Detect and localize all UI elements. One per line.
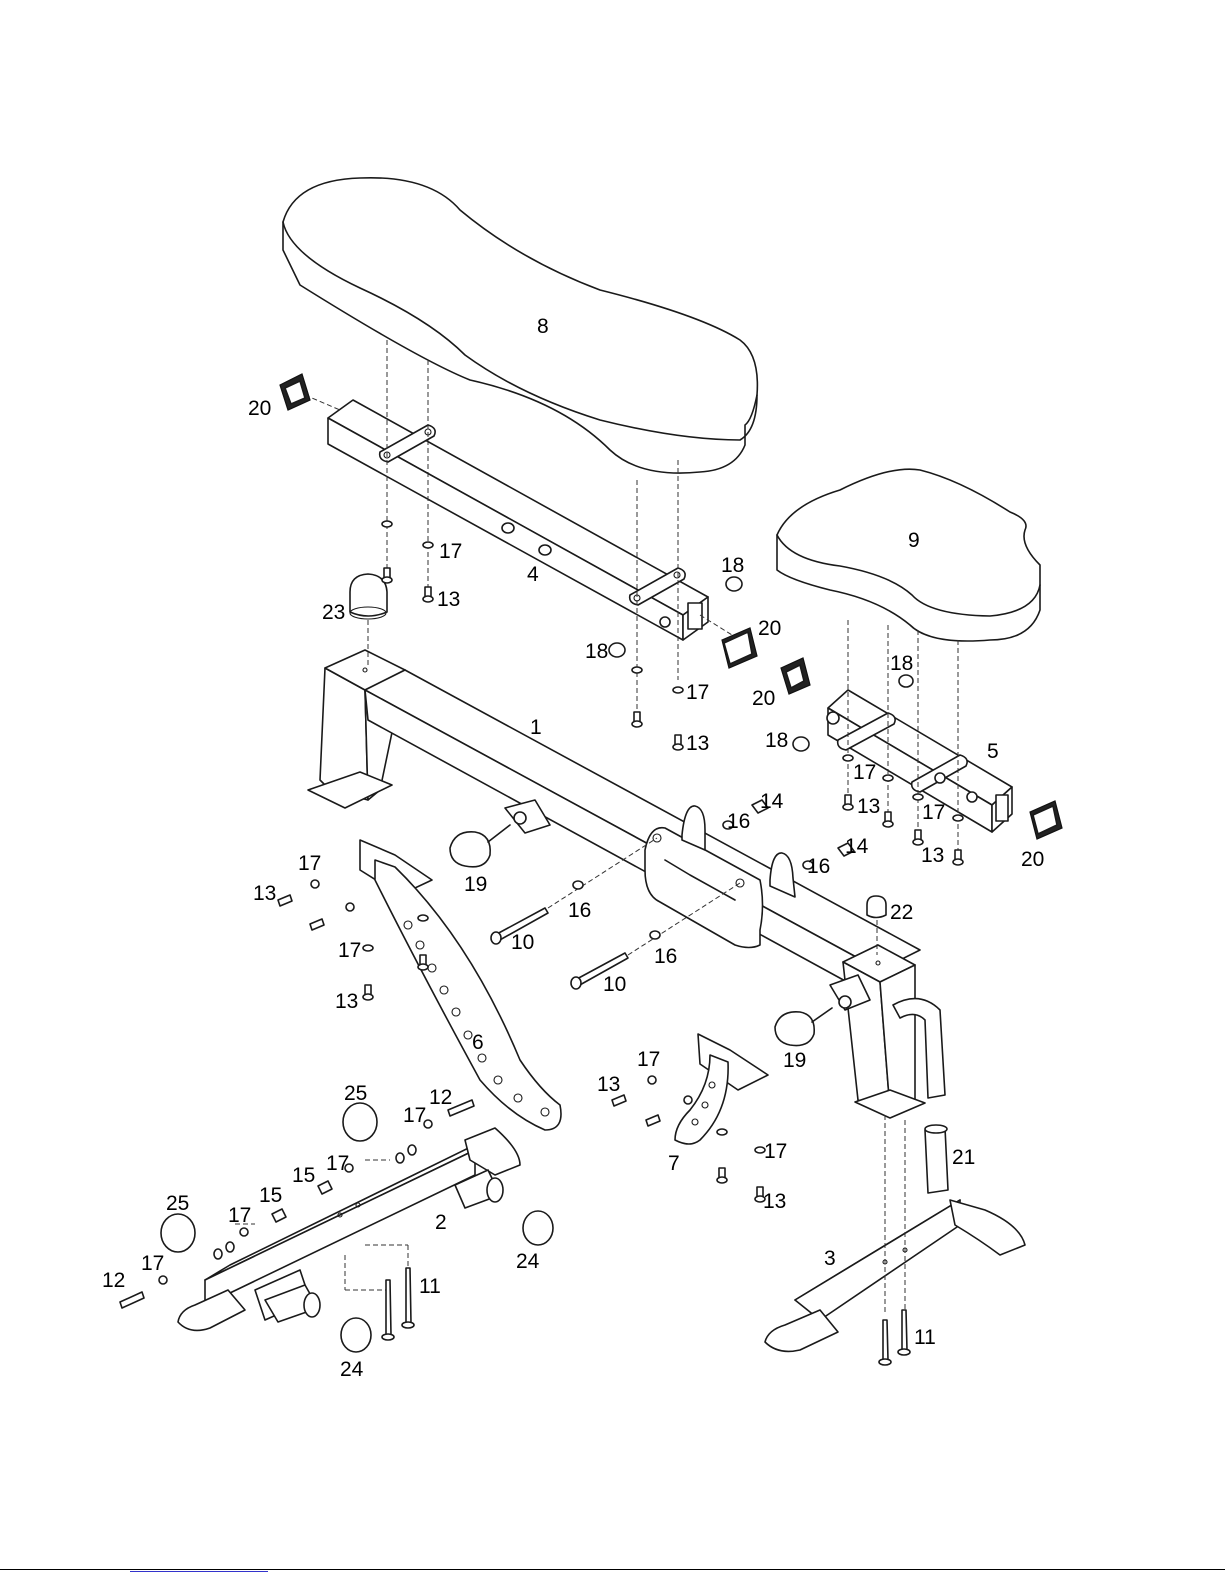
label-5: 5	[987, 740, 999, 763]
label-17: 17	[228, 1204, 251, 1227]
label-21: 21	[952, 1146, 975, 1169]
label-17: 17	[403, 1104, 426, 1127]
end-cap-20	[781, 658, 810, 694]
label-20: 20	[248, 397, 271, 420]
label-16: 16	[727, 810, 750, 833]
label-11: 11	[914, 1326, 936, 1349]
label-18: 18	[721, 554, 744, 577]
label-17: 17	[326, 1152, 349, 1175]
label-6: 6	[472, 1031, 484, 1054]
label-25: 25	[344, 1082, 367, 1105]
bolt-11	[879, 1310, 910, 1365]
floor-foot-24	[265, 1285, 371, 1352]
label-2: 2	[435, 1211, 447, 1234]
label-17: 17	[141, 1252, 164, 1275]
label-8: 8	[537, 315, 549, 338]
adjustment-bracket-6	[360, 840, 561, 1130]
end-cap-20	[722, 628, 757, 668]
end-cap-20	[1030, 801, 1062, 839]
label-10: 10	[511, 931, 534, 954]
wheel-25	[161, 1214, 195, 1252]
floor-foot-24	[455, 1170, 553, 1245]
label-19: 19	[464, 873, 487, 896]
bolt-11	[382, 1268, 414, 1340]
label-17: 17	[338, 939, 361, 962]
label-17: 17	[686, 681, 709, 704]
label-19: 19	[783, 1049, 806, 1072]
label-15: 15	[292, 1164, 315, 1187]
label-24: 24	[340, 1358, 364, 1381]
label-17: 17	[853, 761, 876, 784]
label-3: 3	[824, 1247, 836, 1270]
label-18: 18	[890, 652, 913, 675]
label-20: 20	[752, 687, 775, 710]
label-16: 16	[654, 945, 677, 968]
label-17: 17	[764, 1140, 787, 1163]
label-14: 14	[760, 790, 784, 813]
label-12: 12	[429, 1086, 452, 1109]
label-17: 17	[298, 852, 321, 875]
cap-22	[867, 896, 886, 918]
label-13: 13	[597, 1073, 620, 1096]
label-16: 16	[807, 855, 830, 878]
label-17: 17	[922, 801, 945, 824]
label-13: 13	[921, 844, 944, 867]
label-13: 13	[763, 1190, 786, 1213]
label-17: 17	[439, 540, 462, 563]
label-9: 9	[908, 529, 920, 552]
adjustment-bracket-7	[675, 1034, 768, 1144]
footer-rule	[0, 1569, 1225, 1570]
footer-link-underline	[130, 1571, 268, 1572]
label-13: 13	[437, 588, 460, 611]
label-22: 22	[890, 901, 913, 924]
label-13: 13	[253, 882, 276, 905]
label-20: 20	[758, 617, 781, 640]
pop-pin-knob-19	[450, 825, 510, 867]
label-14: 14	[845, 835, 869, 858]
label-13: 13	[335, 990, 358, 1013]
label-20: 20	[1021, 848, 1044, 871]
rear-base-3	[765, 1200, 1025, 1351]
label-12: 12	[102, 1269, 125, 1292]
seat-pad-9	[777, 469, 1040, 641]
pop-pin-knob-19	[775, 1008, 832, 1046]
wheel-25	[343, 1103, 377, 1141]
label-4: 4	[527, 563, 539, 586]
label-15: 15	[259, 1184, 282, 1207]
label-16: 16	[568, 899, 591, 922]
label-1: 1	[530, 716, 542, 739]
label-7: 7	[668, 1152, 680, 1175]
label-11: 11	[419, 1275, 441, 1298]
label-24: 24	[516, 1250, 540, 1273]
label-23: 23	[322, 601, 345, 624]
label-10: 10	[603, 973, 626, 996]
label-18: 18	[585, 640, 608, 663]
end-cap-20	[280, 374, 310, 410]
label-25: 25	[166, 1192, 189, 1215]
label-17: 17	[637, 1048, 660, 1071]
label-18: 18	[765, 729, 788, 752]
label-13: 13	[857, 795, 880, 818]
label-13: 13	[686, 732, 709, 755]
